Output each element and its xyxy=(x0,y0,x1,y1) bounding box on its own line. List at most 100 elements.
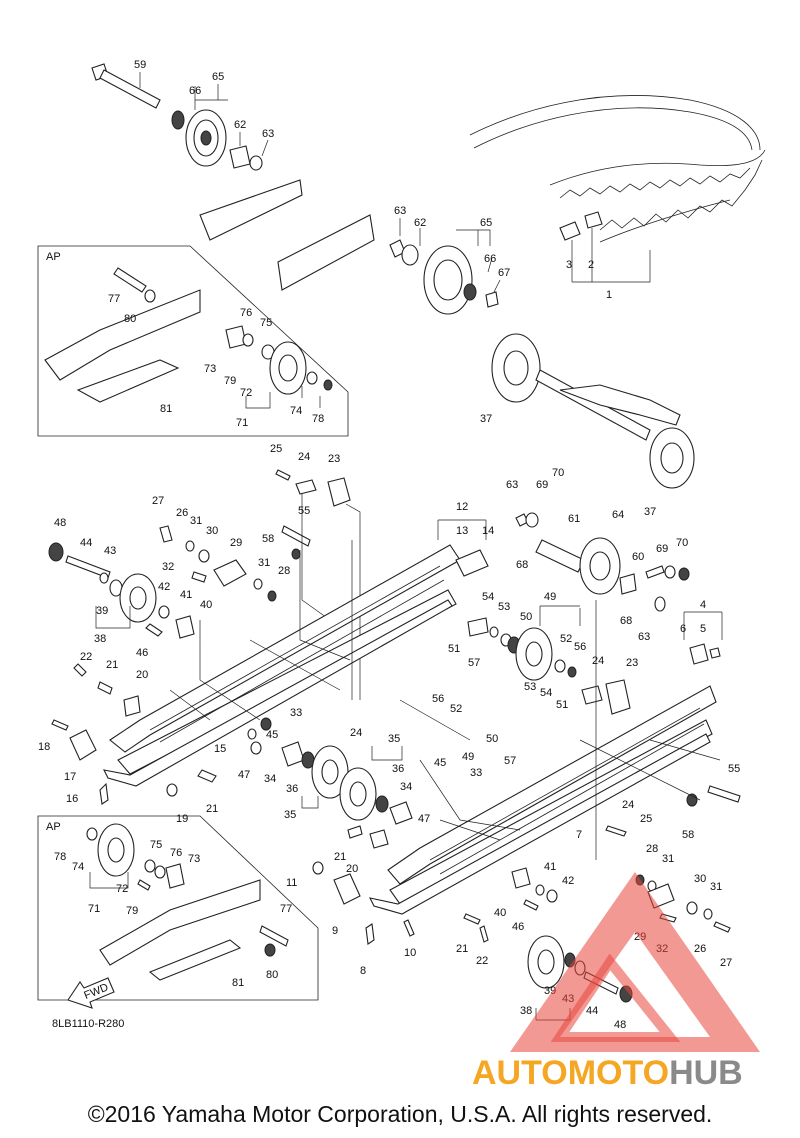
callout-label: 50 xyxy=(520,611,532,623)
logo-word-part1: AUTOMOTO xyxy=(472,1054,669,1092)
callout-label: 42 xyxy=(562,875,574,887)
callout-label: 71 xyxy=(236,417,248,429)
callout-label: 40 xyxy=(200,599,212,611)
logo-triangle-icon xyxy=(510,872,760,1052)
callout-label: 33 xyxy=(470,767,482,779)
callout-label: 45 xyxy=(434,757,446,769)
upper-rail-fragments xyxy=(199,179,501,315)
lower-middle-wheel-pair xyxy=(281,741,413,825)
callout-label: 53 xyxy=(524,681,536,693)
callout-label: 54 xyxy=(482,591,494,603)
callout-label: 79 xyxy=(126,905,138,917)
callout-label: 24 xyxy=(298,451,310,463)
left-slide-rail xyxy=(103,544,461,787)
callout-label: 28 xyxy=(278,565,290,577)
callout-label: 34 xyxy=(400,781,412,793)
callout-label: 51 xyxy=(448,643,460,655)
callout-label: 38 xyxy=(520,1005,532,1017)
callout-label: 66 xyxy=(189,85,201,97)
callout-label: 1 xyxy=(606,289,612,301)
middle-wheel-cluster xyxy=(467,605,581,681)
callout-label: 44 xyxy=(80,537,92,549)
callout-label: 28 xyxy=(646,843,658,855)
callout-label: 43 xyxy=(104,545,116,557)
callout-label: 73 xyxy=(188,853,200,865)
callout-label: 48 xyxy=(614,1019,626,1031)
callout-label: 74 xyxy=(72,861,84,873)
callout-label: 58 xyxy=(262,533,274,545)
callout-label: 80 xyxy=(124,313,136,325)
callout-label: 45 xyxy=(266,729,278,741)
callout-label: 47 xyxy=(418,813,430,825)
callout-label: 31 xyxy=(190,515,202,527)
callout-label: 76 xyxy=(240,307,252,319)
callout-label: 49 xyxy=(462,751,474,763)
callout-label: 68 xyxy=(516,559,528,571)
callout-label: 20 xyxy=(346,863,358,875)
track-belt xyxy=(469,95,766,243)
callout-label: 75 xyxy=(150,839,162,851)
callout-label: 65 xyxy=(480,217,492,229)
leader-lines xyxy=(169,540,721,860)
callout-label: 78 xyxy=(312,413,324,425)
callout-label: 3 xyxy=(566,259,572,271)
callout-label: 46 xyxy=(512,921,524,933)
copyright-notice: ©2016 Yamaha Motor Corporation, U.S.A. A… xyxy=(87,1101,713,1127)
callout-label: 37 xyxy=(480,413,492,425)
svg-text:AUTOMOTOHUB: AUTOMOTOHUB xyxy=(472,1054,743,1092)
ap-box-top xyxy=(37,245,349,437)
callout-label: 59 xyxy=(134,59,146,71)
callout-label: 81 xyxy=(232,977,244,989)
callout-label: 24 xyxy=(350,727,362,739)
callout-label: 63 xyxy=(262,128,274,140)
callout-label: 70 xyxy=(676,537,688,549)
left-upper-cluster xyxy=(48,525,311,639)
callout-label: 14 xyxy=(482,525,494,537)
logo-triangle-inner-icon xyxy=(550,953,681,1042)
callout-label: 13 xyxy=(456,525,468,537)
callout-label: 69 xyxy=(536,479,548,491)
callout-label: 22 xyxy=(476,955,488,967)
callout-label: 66 xyxy=(484,253,496,265)
slider-pads-upper xyxy=(275,469,361,700)
callout-label: 65 xyxy=(212,71,224,83)
callout-label: 58 xyxy=(682,829,694,841)
callout-label: 10 xyxy=(404,947,416,959)
callout-label: 12 xyxy=(456,501,468,513)
callout-label: 39 xyxy=(96,605,108,617)
callout-label: 52 xyxy=(450,703,462,715)
callout-label: 56 xyxy=(432,693,444,705)
callout-label: 26 xyxy=(176,507,188,519)
track-clip-parts xyxy=(559,211,651,283)
callout-label: 57 xyxy=(468,657,480,669)
callout-label: 63 xyxy=(394,205,406,217)
callout-label: 53 xyxy=(498,601,510,613)
callout-label: 11 xyxy=(286,877,297,889)
callout-label: 34 xyxy=(264,773,276,785)
callout-label: 40 xyxy=(494,907,506,919)
callout-label: 50 xyxy=(486,733,498,745)
callout-label: 26 xyxy=(694,943,706,955)
callout-label: 73 xyxy=(204,363,216,375)
callout-label: 71 xyxy=(88,903,100,915)
callout-label: 36 xyxy=(286,783,298,795)
ap-box-label: AP xyxy=(46,821,61,833)
callout-label: 77 xyxy=(108,293,120,305)
callout-label: 17 xyxy=(64,771,76,783)
callout-label: 24 xyxy=(622,799,634,811)
callout-label: 5 xyxy=(700,623,706,635)
right-upper-small-parts xyxy=(683,611,723,665)
callout-label: 23 xyxy=(328,453,340,465)
callout-label: 27 xyxy=(152,495,164,507)
fwd-arrow-icon xyxy=(67,977,115,1009)
callout-label: 46 xyxy=(136,647,148,659)
callout-label: 63 xyxy=(506,479,518,491)
callout-label: 25 xyxy=(640,813,652,825)
callout-label: 35 xyxy=(284,809,296,821)
callout-label: 30 xyxy=(694,873,706,885)
callout-label: 4 xyxy=(700,599,706,611)
callout-label: 2 xyxy=(588,259,594,271)
callout-label: 33 xyxy=(290,707,302,719)
callout-label: 62 xyxy=(414,217,426,229)
callout-label: 79 xyxy=(224,375,236,387)
